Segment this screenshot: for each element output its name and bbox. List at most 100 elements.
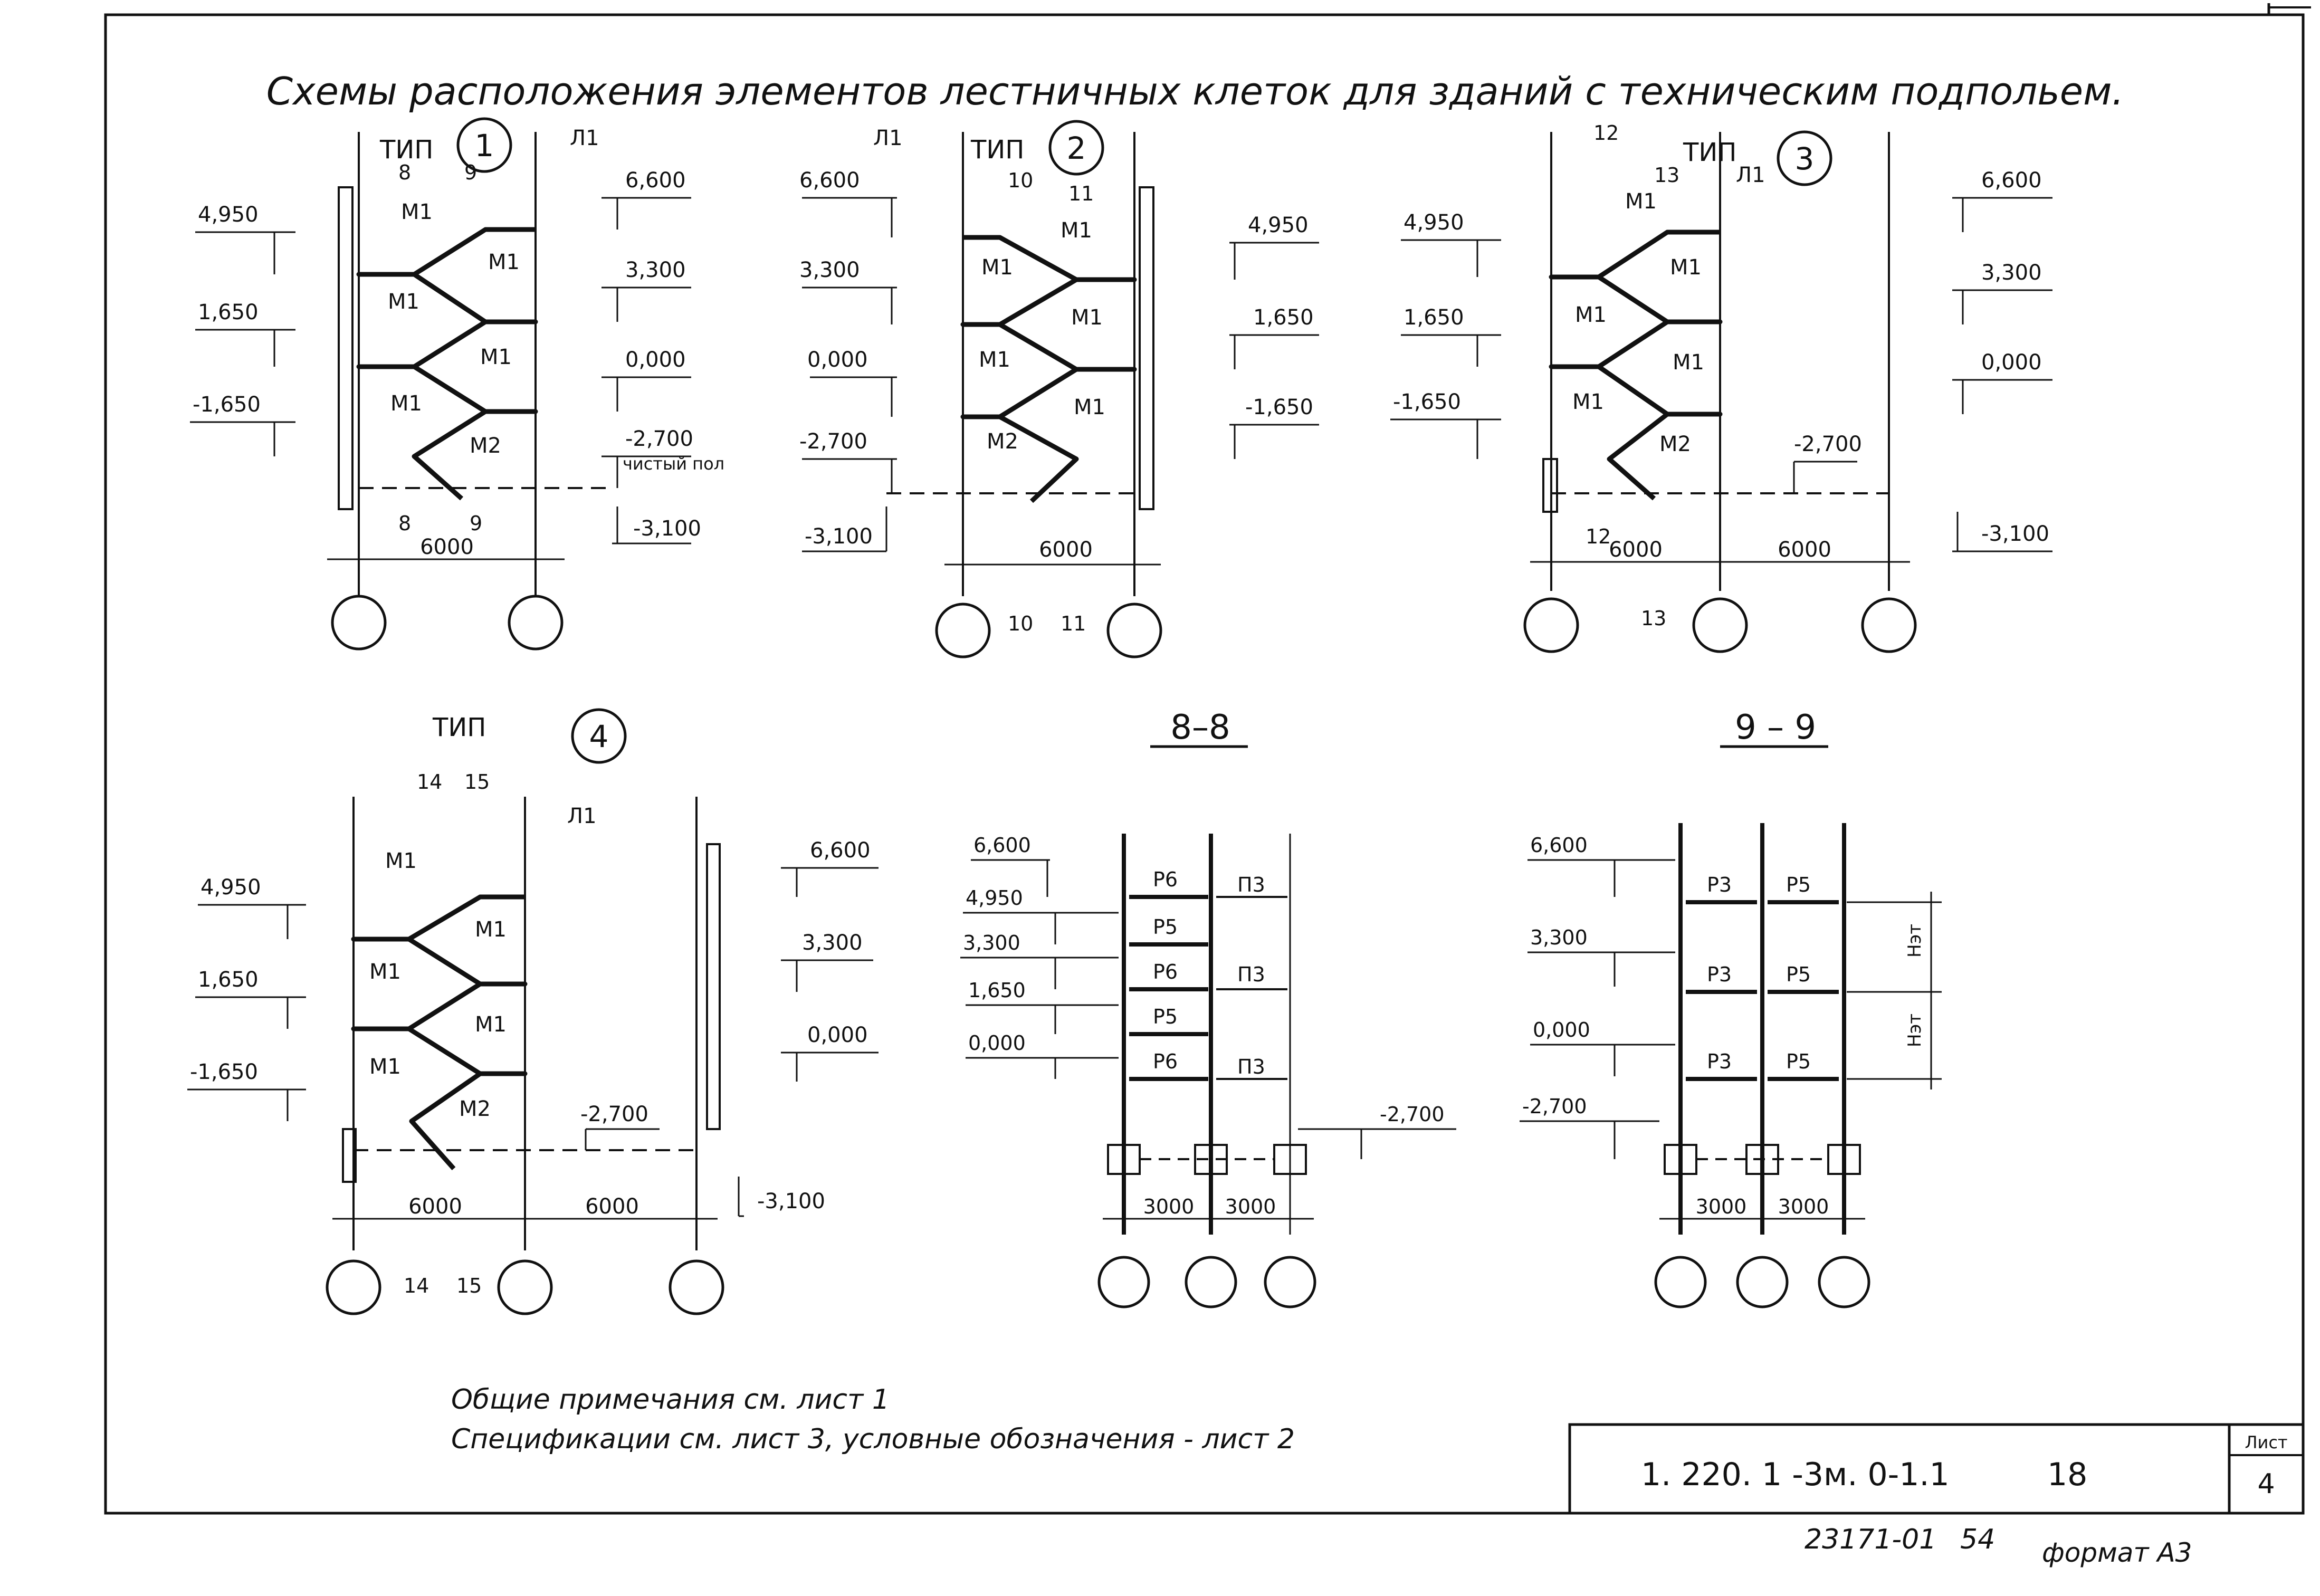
scheme-type-2: ТИП 2 Л1 М1 М1 М1 М1 М1 М2 10 11 10 11 6… xyxy=(799,120,1319,658)
type-4-axis-bubble-b xyxy=(497,1259,553,1315)
section-8-left-label-1: Р6 xyxy=(1153,868,1178,891)
section-8-axis-c xyxy=(1264,1256,1316,1308)
type-3-word: ТИП xyxy=(1683,138,1736,167)
type-1-landing: Л1 xyxy=(570,126,599,150)
type-3-march-3: М1 xyxy=(1575,303,1607,327)
type-3-wall xyxy=(1542,458,1558,513)
type-4-landing: Л1 xyxy=(567,804,597,828)
type-3-left-mark-1: 4,950 xyxy=(1404,211,1464,235)
type-4-dim-2: 6000 xyxy=(585,1194,639,1219)
section-9-left-label-3: Р3 xyxy=(1707,1050,1732,1073)
type-3-cut-b-bottom: 13 xyxy=(1641,607,1666,630)
type-4-word: ТИП xyxy=(432,713,486,742)
section-8-8: 8–8 Р6 Р5 Р6 Р5 Р6 П3 П3 П3 6,600 4,950 … xyxy=(960,708,1456,1308)
type-2-left-mark-5: -3,100 xyxy=(805,524,873,549)
type-1-word: ТИП xyxy=(379,135,433,165)
type-2-march-4: М1 xyxy=(979,348,1010,372)
note-general: Общие примечания см. лист 1 xyxy=(451,1384,890,1416)
type-3-dim-1: 6000 xyxy=(1609,538,1663,562)
type-3-march-5: М1 xyxy=(1572,390,1604,414)
type-4-cut-b-bottom: 15 xyxy=(456,1274,482,1297)
type-2-axis-bubble-a xyxy=(935,603,991,658)
type-2-cut-b: 11 xyxy=(1068,182,1094,205)
type-1-wall xyxy=(338,186,354,510)
type-2-right-mark-3: -1,650 xyxy=(1245,395,1313,419)
scheme-type-1: ТИП 1 Л1 М1 М1 М1 М1 М1 М2 8 9 8 9 4,950… xyxy=(190,117,724,651)
type-1-march-4: М1 xyxy=(480,345,512,369)
section-9-height-dim xyxy=(1847,892,1942,1090)
type-2-word: ТИП xyxy=(970,135,1024,165)
type-2-left-mark-2: 3,300 xyxy=(799,258,860,282)
type-4-march-3: М1 xyxy=(369,960,401,984)
section-8-right-label-1: П3 xyxy=(1237,873,1265,896)
stamp-frame xyxy=(1568,1423,2305,1515)
type-3-right-mark-5: -3,100 xyxy=(1981,522,2049,546)
type-3-mark-leaders xyxy=(1390,197,2052,552)
section-9-left-label-1: Р3 xyxy=(1707,873,1732,896)
section-9-axis-b xyxy=(1736,1256,1789,1308)
type-3-cut-a: 12 xyxy=(1593,121,1619,145)
type-4-left-mark-1: 4,950 xyxy=(201,875,261,900)
type-3-number: 3 xyxy=(1795,141,1815,177)
section-8-left-label-2: Р5 xyxy=(1153,915,1178,939)
title-block: 1. 220. 1 -3м. 0-1.1 18 Лист 4 xyxy=(1568,1423,2305,1515)
type-4-flights xyxy=(351,894,528,1170)
section-8-right-label-3: П3 xyxy=(1237,1055,1265,1078)
type-3-left-mark-3: -1,650 xyxy=(1393,390,1461,414)
type-1-flights xyxy=(356,227,538,501)
scheme-type-4: ТИП 4 Л1 М1 М1 М1 М1 М1 М2 14 15 14 15 4… xyxy=(187,708,879,1315)
type-4-cut-b: 15 xyxy=(464,770,490,794)
section-8-left-label-5: Р6 xyxy=(1153,1050,1178,1073)
type-1-march-3: М1 xyxy=(388,290,419,314)
section-8-mark-leaders xyxy=(960,859,1456,1159)
type-3-axis-bubble-b xyxy=(1692,597,1748,653)
type-1-circle xyxy=(456,117,512,173)
type-1-right-mark-1: 6,600 xyxy=(625,168,686,193)
type-1-left-mark-3: -1,650 xyxy=(193,393,261,417)
type-4-right-mark-3: 0,000 xyxy=(807,1023,868,1047)
section-9-mark-4: -2,700 xyxy=(1522,1095,1587,1118)
type-2-right-mark-2: 1,650 xyxy=(1253,305,1314,330)
note-specification: Спецификации см. лист 3, условные обозна… xyxy=(451,1423,1295,1455)
type-1-cut-a: 8 xyxy=(398,161,411,184)
section-9-height-label-2: Нэт xyxy=(1904,1014,1925,1047)
scheme-type-3: ТИП 3 Л1 М1 М1 М1 М1 М1 М2 12 13 12 13 4… xyxy=(1390,121,2052,653)
section-9-mark-1: 6,600 xyxy=(1530,834,1588,857)
section-9-foot-c xyxy=(1827,1144,1861,1175)
section-9-title: 9 – 9 xyxy=(1735,708,1816,747)
type-3-right-mark-4: -2,700 xyxy=(1794,432,1862,456)
section-8-right-label-2: П3 xyxy=(1237,963,1265,986)
section-8-mark-3: 3,300 xyxy=(963,931,1020,954)
sheet-title: Схемы расположения элементов лестничных … xyxy=(266,69,2124,113)
type-4-right-mark-1: 6,600 xyxy=(810,838,871,863)
type-3-cut-a-bottom: 12 xyxy=(1586,525,1611,548)
type-3-cut-b: 13 xyxy=(1654,164,1679,187)
type-4-axis-bubble-c xyxy=(669,1259,724,1315)
type-2-landing: Л1 xyxy=(873,126,903,150)
section-9-axis-a xyxy=(1654,1256,1707,1308)
section-9-right-label-3: Р5 xyxy=(1786,1050,1811,1073)
section-8-mark-4: 1,650 xyxy=(968,979,1026,1002)
type-2-left-mark-3: 0,000 xyxy=(807,348,868,372)
stamp-code: 1. 220. 1 -3м. 0-1.1 xyxy=(1641,1456,1950,1493)
type-2-march-1: М1 xyxy=(1061,218,1092,243)
type-1-left-mark-2: 1,650 xyxy=(198,300,259,324)
sheet-frame xyxy=(104,13,2305,1515)
type-1-mark-leaders xyxy=(190,197,691,544)
type-4-right-mark-2: 3,300 xyxy=(802,931,863,955)
type-4-right-mark-4: -2,700 xyxy=(580,1102,648,1126)
section-8-axis-a xyxy=(1097,1256,1150,1308)
type-2-wall xyxy=(1139,186,1154,510)
type-4-left-mark-2: 1,650 xyxy=(198,968,259,992)
type-3-axis-bubble-a xyxy=(1523,597,1579,653)
type-4-wall-left xyxy=(342,1128,357,1183)
type-1-right-mark-2: 3,300 xyxy=(625,258,686,282)
type-4-wall-right xyxy=(706,843,721,1130)
type-4-march-4: М1 xyxy=(475,1012,507,1037)
section-8-rigels xyxy=(1129,895,1208,1081)
stamp-page-no: 18 xyxy=(2047,1456,2087,1493)
type-1-right-mark-3: 0,000 xyxy=(625,348,686,372)
type-4-axis-bubble-a xyxy=(326,1259,381,1315)
type-1-left-mark-1: 4,950 xyxy=(198,203,259,227)
